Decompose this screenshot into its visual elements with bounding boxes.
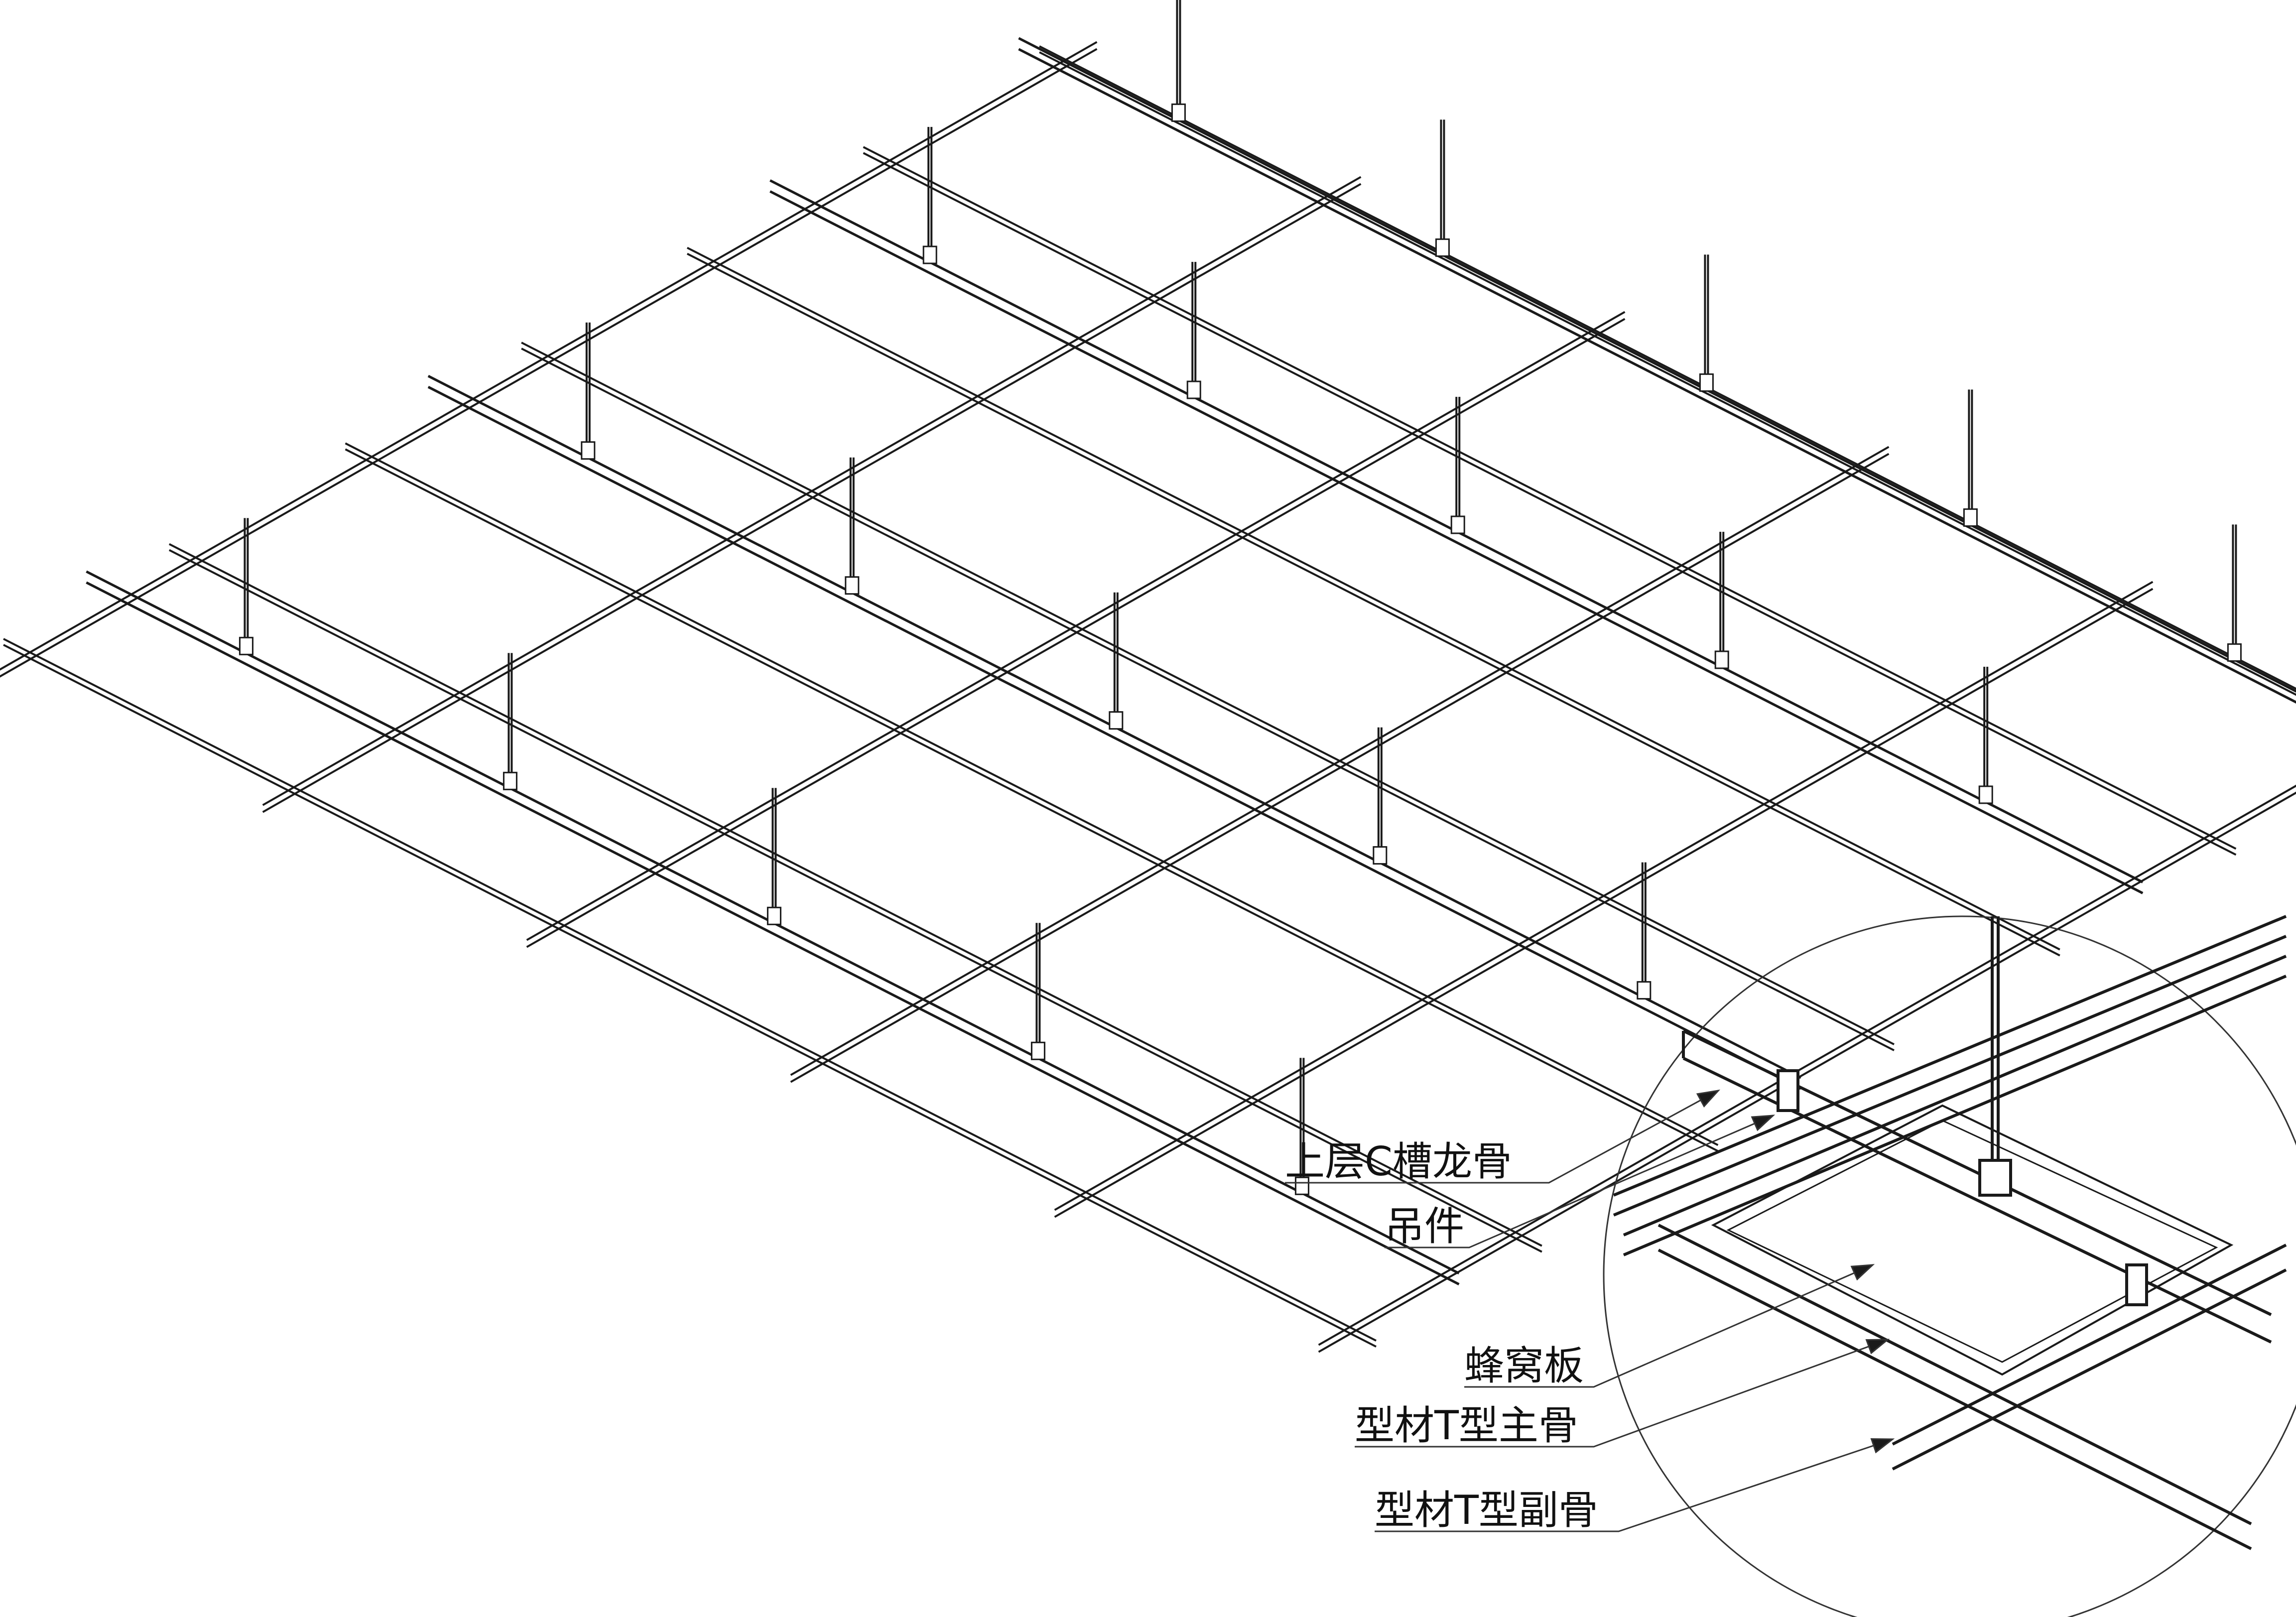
- t-main-bar: [1318, 791, 2296, 1353]
- hanger-clip: [766, 906, 781, 925]
- detail-magnifier: [1603, 915, 2296, 1617]
- t-sub-bar: [863, 152, 2237, 856]
- hanger-clip: [922, 246, 937, 264]
- t-sub-bar: [168, 549, 1542, 1253]
- hanger-clip: [1373, 846, 1388, 865]
- hanger-clip: [1450, 515, 1465, 534]
- leader-arrow: [1850, 1264, 1875, 1281]
- label-hanger: 吊件: [1385, 1203, 1464, 1249]
- hanger-clip: [1714, 650, 1729, 669]
- hanger-clip: [1030, 1041, 1045, 1060]
- leader-line: [1385, 1115, 1774, 1248]
- t-sub-bar: [168, 543, 1542, 1247]
- t-sub-bar: [1039, 45, 2296, 690]
- hanger-clip: [1978, 785, 1993, 804]
- leader-line: [1355, 1339, 1888, 1448]
- hanger-clip: [2227, 643, 2242, 662]
- leader-line: [1464, 1264, 1873, 1388]
- detail-hanger-rod: [1991, 916, 2000, 1185]
- hanger-rods: [239, 0, 2242, 1195]
- hanger-clip: [1171, 103, 1186, 122]
- detail-c-channel: [1682, 1029, 2272, 1344]
- hanger-clip: [1637, 981, 1652, 1000]
- detail-circle: [1603, 915, 2296, 1617]
- t-sub-bar: [345, 442, 1719, 1146]
- label-c-channel: 上层C槽龙骨: [1285, 1138, 1512, 1185]
- t-sub-bar: [3, 638, 1377, 1342]
- c-channel: [769, 190, 2144, 894]
- hanger-clip: [1699, 373, 1714, 392]
- callout-leaders: [1285, 1089, 1895, 1532]
- ceiling-framework: [0, 37, 2296, 1353]
- leader-arrow: [1751, 1115, 1776, 1131]
- detail-honeycomb-panel: [1711, 1104, 2234, 1376]
- leader-line: [1285, 1090, 1719, 1184]
- c-channel: [86, 581, 1460, 1286]
- hanger-clip: [1435, 238, 1450, 257]
- hanger-clip: [239, 636, 254, 655]
- t-sub-bar: [686, 252, 2060, 957]
- t-sub-bar: [1039, 51, 2296, 696]
- hanger-clip: [1963, 508, 1978, 527]
- label-t-sub: 型材T型副骨: [1375, 1487, 1598, 1533]
- detail-t-sub-bar: [1658, 1224, 2252, 1550]
- t-sub-bar: [521, 348, 1895, 1051]
- hanger-clip: [1109, 711, 1124, 730]
- callout-labels: 上层C槽龙骨 吊件 蜂窝板 型材T型主骨 型材T型副骨: [1285, 1138, 1598, 1533]
- hanger-clip: [1186, 380, 1201, 399]
- hanger-clip: [845, 576, 860, 595]
- hanger-clip: [581, 441, 596, 460]
- detail-t-main-bar: [1613, 915, 2287, 1217]
- t-sub-bar: [345, 448, 1719, 1152]
- detail-contents: [1613, 915, 2287, 1550]
- t-sub-bar: [863, 146, 2237, 850]
- leader-arrow: [1865, 1339, 1890, 1355]
- leader-line: [1375, 1438, 1893, 1532]
- t-sub-bar: [686, 247, 2060, 951]
- label-honeycomb: 蜂窝板: [1464, 1343, 1584, 1389]
- leader-arrow: [1696, 1089, 1720, 1108]
- leader-arrow: [1870, 1438, 1895, 1454]
- hanger-clip: [503, 771, 517, 790]
- hanger-clip: [1294, 1176, 1309, 1195]
- t-sub-bar: [521, 342, 1895, 1045]
- label-t-main: 型材T型主骨: [1355, 1402, 1578, 1449]
- c-channel: [1018, 48, 2296, 704]
- c-channel: [427, 385, 1801, 1090]
- t-sub-bar: [3, 644, 1377, 1348]
